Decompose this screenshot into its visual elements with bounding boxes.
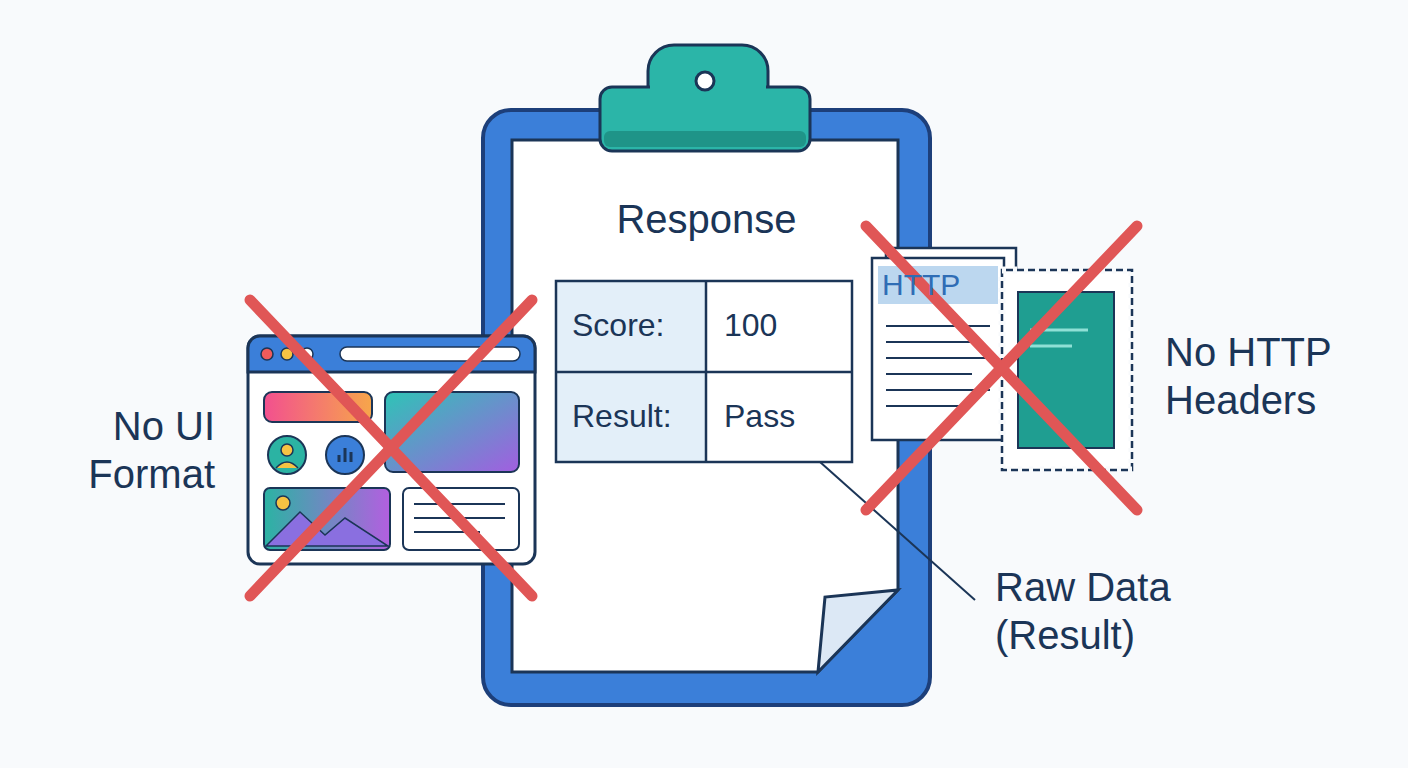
result-table xyxy=(556,281,852,462)
table-cell: Score: xyxy=(572,306,702,344)
table-cell: 100 xyxy=(724,306,844,344)
node-heading: Response xyxy=(483,197,930,242)
table-cell: Result: xyxy=(572,397,702,435)
crossed-out-label: No HTTP Headers xyxy=(1165,328,1375,424)
http-document: HTTP xyxy=(872,248,1018,443)
node-heading: HTTP xyxy=(882,268,992,302)
crossed-out-label: No UI Format xyxy=(40,402,215,498)
callout-label: Raw Data (Result) xyxy=(995,563,1205,659)
table-cell: Pass xyxy=(724,397,844,435)
